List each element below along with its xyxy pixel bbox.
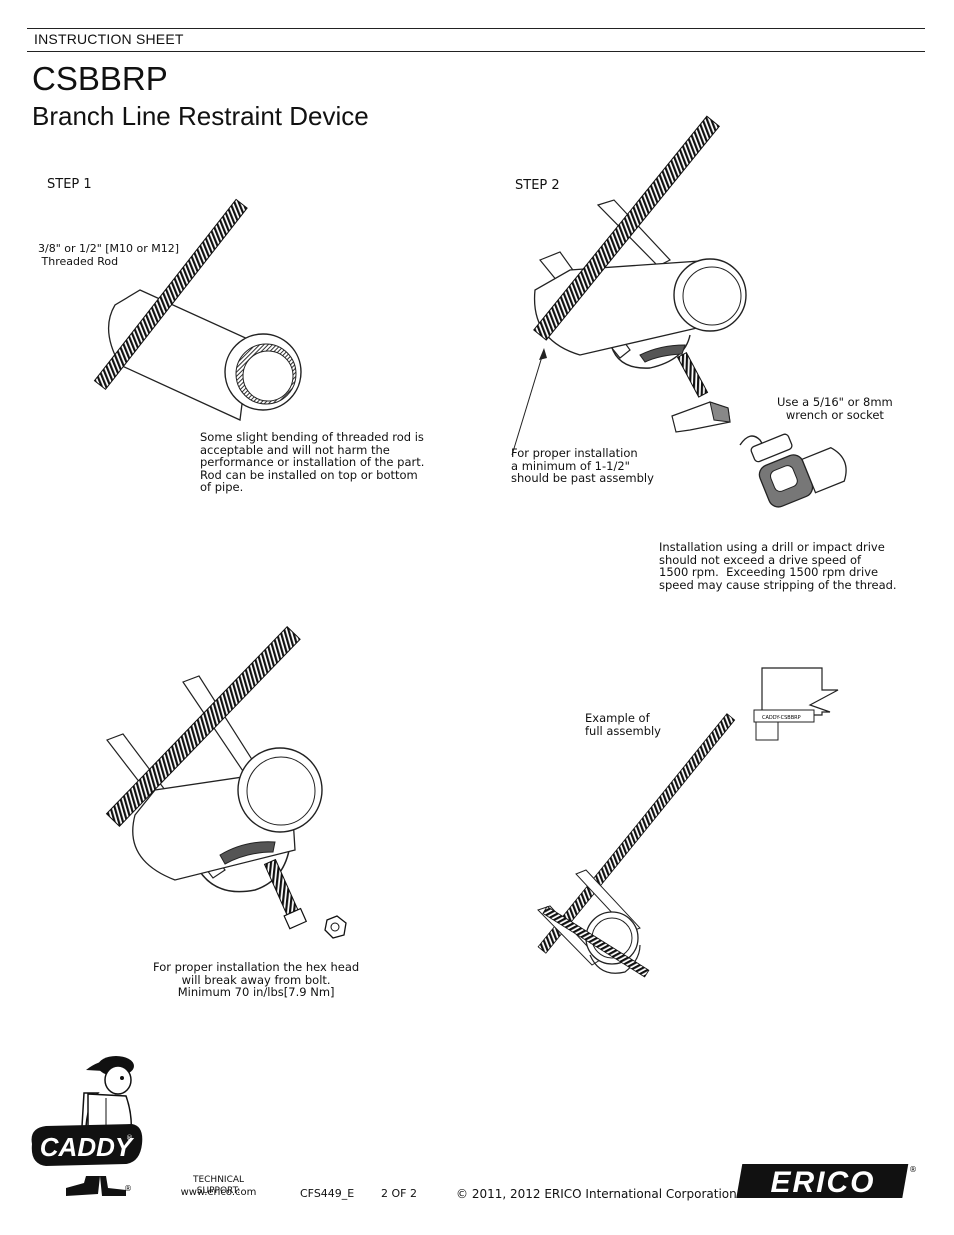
threaded-rod-4 bbox=[537, 713, 736, 954]
threaded-rod-3 bbox=[105, 626, 301, 827]
socket-icon bbox=[750, 433, 847, 508]
caddy-trademark: ® bbox=[126, 1134, 133, 1142]
step-2-illustration bbox=[511, 115, 847, 508]
threaded-rod-4-lower bbox=[542, 906, 650, 978]
threaded-rod-1 bbox=[93, 198, 248, 391]
bolt-3 bbox=[263, 858, 308, 930]
pipe-1 bbox=[107, 289, 302, 421]
document-code: CFS449_E bbox=[300, 1187, 355, 1200]
erico-logo: ERICO ® bbox=[736, 1164, 917, 1199]
erico-trademark: ® bbox=[909, 1165, 917, 1174]
tech-support-label: TECHNICAL SUPPORT: bbox=[192, 1175, 245, 1196]
document-type-label: INSTRUCTION SHEET bbox=[34, 31, 184, 47]
pipe-4 bbox=[537, 869, 641, 974]
tech-support-url[interactable]: www.erico.com bbox=[180, 1187, 257, 1198]
step-3-note: For proper installation the hex head wil… bbox=[153, 960, 360, 999]
page-number: 2 OF 2 bbox=[381, 1187, 417, 1200]
step-1-label: STEP 1 bbox=[47, 177, 92, 192]
wrench-note: Use a 5/16" or 8mm wrench or socket bbox=[777, 395, 893, 422]
step-1-note: Some slight bending of threaded rod is a… bbox=[200, 430, 425, 494]
header-bottom-rule bbox=[27, 51, 925, 52]
step-2-label: STEP 2 bbox=[515, 178, 560, 193]
threaded-rod-2 bbox=[533, 115, 720, 341]
erico-logo-text: ERICO bbox=[770, 1166, 875, 1199]
page-subtitle: Branch Line Restraint Device bbox=[32, 101, 369, 131]
step-4-illustration: CADDY-CSBBRP bbox=[537, 667, 839, 978]
leader-arrow bbox=[539, 348, 547, 360]
step-2-proper-note: For proper installation a minimum of 1-1… bbox=[511, 446, 654, 485]
full-assembly-note: Example of full assembly bbox=[585, 711, 661, 738]
pipe-3 bbox=[132, 747, 323, 881]
step-1-illustration bbox=[93, 198, 302, 421]
caddy-registered-mark: ® bbox=[124, 1184, 132, 1193]
header-top-rule bbox=[27, 28, 925, 29]
pipe-2 bbox=[533, 258, 747, 363]
caddy-mascot-icon: CADDY ® bbox=[31, 1056, 143, 1196]
hex-nut-icon bbox=[324, 915, 347, 939]
caddy-logo-text: CADDY bbox=[40, 1132, 135, 1162]
beam-flange: CADDY-CSBBRP bbox=[753, 667, 839, 741]
drill-speed-note: Installation using a drill or impact dri… bbox=[659, 540, 897, 592]
step-3-illustration bbox=[105, 626, 347, 939]
copyright: © 2011, 2012 ERICO International Corpora… bbox=[456, 1187, 737, 1201]
leader-line bbox=[511, 349, 545, 456]
bolt-2 bbox=[676, 351, 709, 398]
rod-size-label: 3/8" or 1/2" [M10 or M12] Threaded Rod bbox=[38, 242, 180, 268]
breakaway-head bbox=[671, 401, 731, 433]
clamp-tag: CADDY-CSBBRP bbox=[762, 715, 801, 721]
page-title: CSBBRP bbox=[32, 60, 168, 97]
